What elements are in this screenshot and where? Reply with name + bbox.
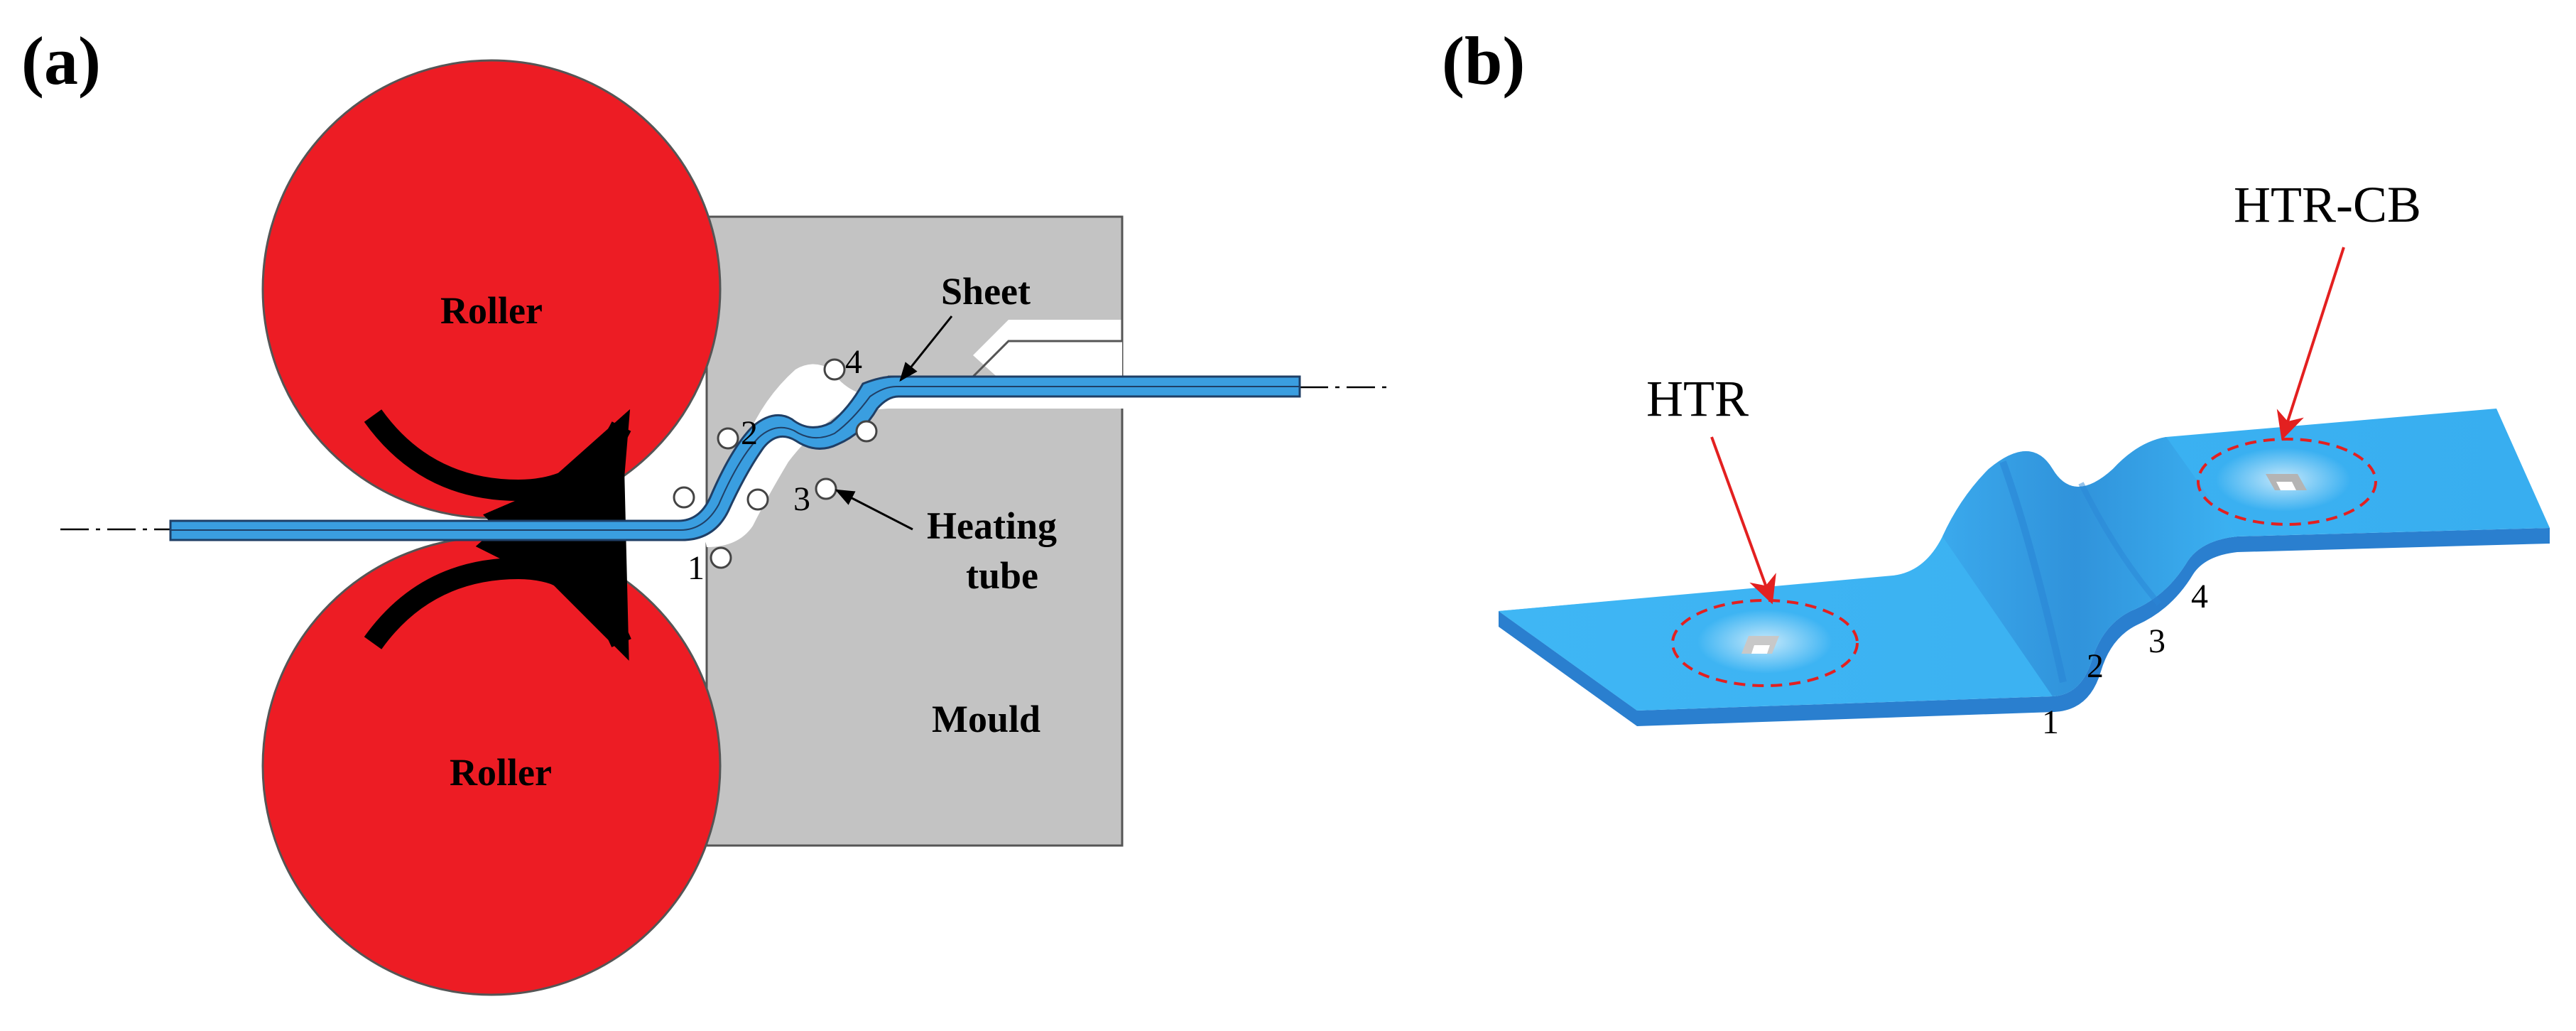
- htr-arrow: [1710, 436, 1776, 605]
- htr-spot-inner: [1751, 645, 1770, 654]
- heating-tube-3: [815, 477, 837, 500]
- mould-body: [705, 215, 1124, 847]
- heating-tube-label-line1: Heating: [927, 504, 1057, 547]
- panel-a-label: (a): [21, 23, 101, 99]
- rotation-arrow-bottom: [364, 454, 631, 661]
- position-number-4: 4: [2191, 578, 2208, 615]
- plate-ramp-crease: [1999, 460, 2067, 684]
- plate-ramp-crease-2: [2078, 482, 2162, 606]
- panel-b-label: (b): [1442, 23, 1525, 99]
- htr-spot: [1741, 636, 1779, 654]
- heating-tube-label-line2: tube: [966, 554, 1038, 597]
- heating-tube-a: [673, 486, 695, 509]
- position-number-1: 1: [2042, 703, 2059, 741]
- position-number-3: 3: [2148, 622, 2165, 660]
- htr-label: HTR: [1646, 370, 1749, 427]
- heating-tube-pointer: [835, 489, 913, 531]
- heating-tube-b: [746, 488, 769, 511]
- panel-b: (b) HTR HTR-CB 1 2 3 4: [1442, 23, 2550, 741]
- sheet-pointer: [899, 315, 953, 382]
- tube-number-3: 3: [793, 480, 810, 518]
- heating-tube-2: [717, 427, 739, 450]
- mould-label: Mould: [932, 698, 1040, 740]
- roller-top-label: Roller: [440, 289, 543, 332]
- heating-tube-c: [855, 420, 878, 443]
- heating-tube-4: [823, 358, 846, 381]
- position-number-2: 2: [2087, 647, 2104, 685]
- htr-cb-label: HTR-CB: [2234, 176, 2421, 233]
- tube-number-2: 2: [741, 414, 758, 452]
- sheet-midline: [170, 386, 1300, 531]
- panel-a: (a) 1 2 3 4 Roll: [21, 23, 1388, 996]
- sheet: [169, 375, 1301, 541]
- heating-tube-1: [710, 546, 732, 569]
- tube-number-1: 1: [688, 549, 705, 587]
- htr-cb-spot-inner: [2276, 482, 2296, 490]
- htr-cb-arrow: [2276, 247, 2345, 441]
- roller-bottom-label: Roller: [450, 751, 552, 794]
- htr-circle: [1671, 599, 1859, 687]
- tube-number-4: 4: [845, 343, 862, 381]
- sheet-label: Sheet: [941, 270, 1031, 313]
